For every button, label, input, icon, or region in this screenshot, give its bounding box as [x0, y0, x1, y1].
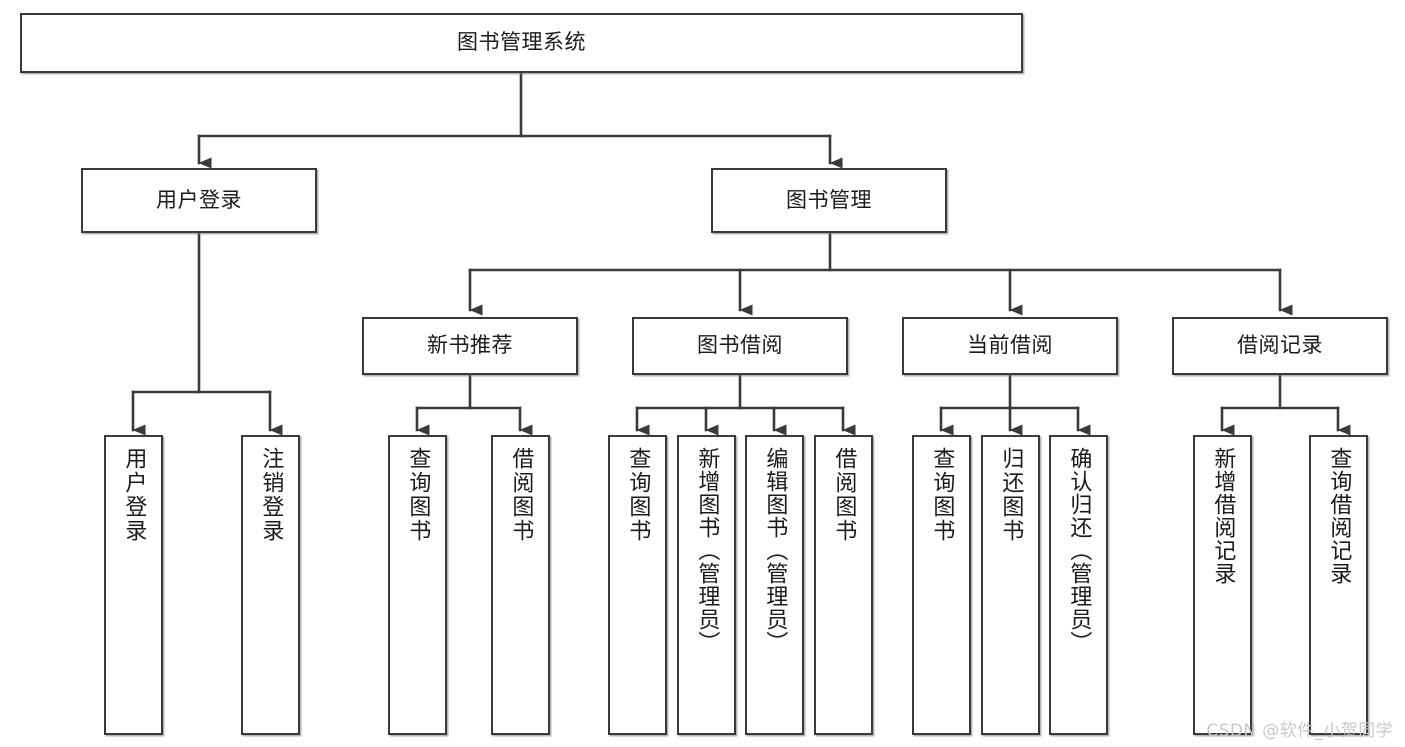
node-borrow-record-label: 借阅记录 [1237, 333, 1323, 358]
leaf-add-book[interactable]: 新增图书（管理员） [677, 435, 736, 735]
leaf-query-book-current-label: 查询图书 [929, 447, 955, 543]
leaf-query-borrow-record[interactable]: 查询借阅记录 [1309, 435, 1368, 735]
leaf-add-borrow-record-label: 新增借阅记录 [1210, 447, 1236, 585]
leaf-return-book-label: 归还图书 [998, 447, 1024, 543]
node-new-book-recommend[interactable]: 新书推荐 [362, 317, 578, 375]
leaf-query-book-borrow[interactable]: 查询图书 [608, 435, 667, 735]
leaf-confirm-return-label: 确认归还（管理员） [1066, 447, 1092, 654]
leaf-query-borrow-record-label: 查询借阅记录 [1326, 447, 1352, 585]
leaf-query-book-newbook[interactable]: 查询图书 [388, 435, 447, 735]
node-book-borrow-label: 图书借阅 [697, 333, 783, 358]
leaf-query-book-current[interactable]: 查询图书 [912, 435, 971, 735]
node-user-login[interactable]: 用户登录 [81, 168, 317, 233]
leaf-add-borrow-record[interactable]: 新增借阅记录 [1193, 435, 1252, 735]
leaf-logout[interactable]: 注销登录 [241, 435, 300, 735]
leaf-query-book-newbook-label: 查询图书 [405, 447, 431, 543]
node-root[interactable]: 图书管理系统 [20, 13, 1023, 73]
node-borrow-record[interactable]: 借阅记录 [1172, 317, 1388, 375]
node-book-management-label: 图书管理 [786, 187, 872, 212]
leaf-borrow-book-newbook-label: 借阅图书 [508, 447, 534, 543]
leaf-confirm-return[interactable]: 确认归还（管理员） [1049, 435, 1108, 735]
node-book-borrow[interactable]: 图书借阅 [632, 317, 848, 375]
leaf-borrow-book[interactable]: 借阅图书 [814, 435, 873, 735]
leaf-borrow-book-newbook[interactable]: 借阅图书 [491, 435, 550, 735]
leaf-return-book[interactable]: 归还图书 [981, 435, 1040, 735]
leaf-logout-label: 注销登录 [258, 447, 284, 543]
leaf-edit-book-label: 编辑图书（管理员） [762, 447, 788, 654]
leaf-borrow-book-label: 借阅图书 [831, 447, 857, 543]
node-user-login-label: 用户登录 [156, 187, 242, 212]
leaf-user-login-label: 用户登录 [121, 447, 147, 543]
node-root-label: 图书管理系统 [457, 30, 586, 55]
leaf-add-book-label: 新增图书（管理员） [694, 447, 720, 654]
leaf-query-book-borrow-label: 查询图书 [625, 447, 651, 543]
leaf-user-login[interactable]: 用户登录 [104, 435, 163, 735]
node-current-borrow[interactable]: 当前借阅 [902, 317, 1118, 375]
leaf-edit-book[interactable]: 编辑图书（管理员） [745, 435, 804, 735]
node-new-book-recommend-label: 新书推荐 [427, 333, 513, 358]
node-book-management[interactable]: 图书管理 [711, 168, 947, 233]
csdn-watermark: CSDN @软件_小贺同学 [1206, 721, 1393, 741]
node-current-borrow-label: 当前借阅 [967, 333, 1053, 358]
